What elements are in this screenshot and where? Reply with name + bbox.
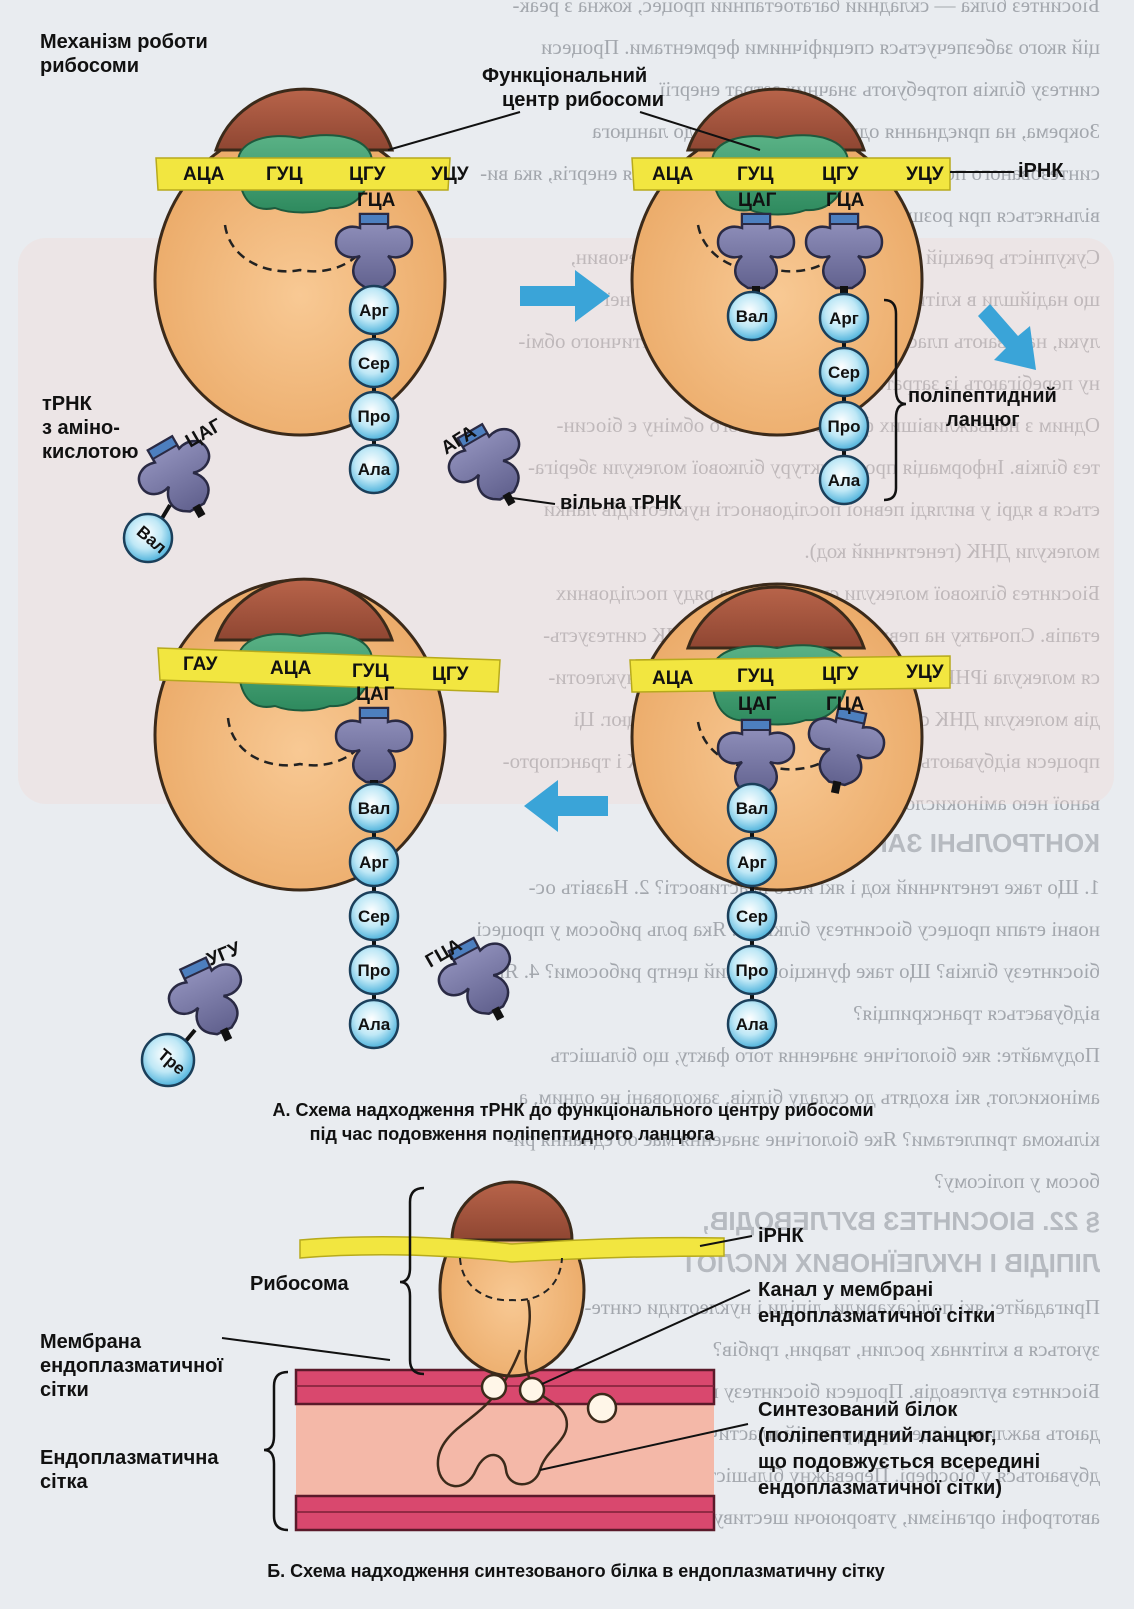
channel [482, 1375, 506, 1399]
label-polypeptide: поліпептидний [908, 385, 1057, 407]
amino-acid-label: Сер [736, 907, 768, 926]
codon: УЦУ [906, 662, 944, 683]
label-polypeptide: ланцюг [946, 409, 1020, 431]
amino-acid-label: Вал [736, 307, 769, 326]
anticodon: ЦАГ [738, 694, 777, 715]
label-irna: іРНК [1018, 160, 1064, 182]
codon: ЦГУ [349, 164, 386, 185]
codon: АЦА [183, 164, 225, 185]
codon: УЦУ [431, 164, 469, 185]
anticodon: ЦАГ [738, 190, 777, 211]
amino-acid-label: Ала [358, 1015, 391, 1034]
codon: ЦГУ [822, 164, 859, 185]
codon: ГУЦ [352, 661, 389, 682]
codon: ГАУ [183, 654, 218, 675]
amino-acid-label: Арг [359, 301, 389, 320]
large-subunit [452, 1182, 572, 1240]
label-er: сітка [40, 1471, 88, 1493]
label-channel: ендоплазматичної сітки [758, 1305, 995, 1327]
amino-acid-label: Ала [736, 1015, 769, 1034]
background-text-line: синтезу білків потребують значних затрат… [659, 77, 1100, 101]
codon: АЦА [652, 668, 694, 689]
amino-acid-label: Сер [358, 354, 390, 373]
amino-acid-label: Арг [359, 853, 389, 872]
label-irna: іРНК [758, 1225, 804, 1247]
label-functional-center: Функціональний [482, 65, 647, 87]
label-membrane: сітки [40, 1379, 89, 1401]
channel [588, 1394, 616, 1422]
background-text-line: зуються в клітинах рослин, тварин, грибі… [713, 1337, 1100, 1361]
background-text-line: ЛІПІДІВ І НУКЛЕЇНОВИХ КИСЛОТ [681, 1248, 1100, 1278]
codon: УЦУ [906, 164, 944, 185]
anticodon: ЦАГ [356, 684, 395, 705]
amino-acid-label: Сер [828, 363, 860, 382]
codon: ГУЦ [266, 164, 303, 185]
background-text-line: новні етапи процесу біосинтезу білків. 3… [476, 917, 1100, 941]
er-brace [264, 1372, 288, 1530]
amino-acid-label: Вал [358, 799, 391, 818]
label-free-trna: вільна тРНК [560, 492, 682, 514]
label-mechanism: Механізм роботи [40, 31, 208, 53]
anticodon: ГЦА [357, 190, 396, 211]
er-membrane [296, 1496, 714, 1530]
amino-acid-chain: Вал Арг Сер Про Ала [728, 784, 776, 1048]
amino-acid-label: Про [828, 417, 861, 436]
label-protein: Синтезований білок [758, 1399, 958, 1421]
amino-acid-label: Про [358, 961, 391, 980]
anticodon: ГЦА [826, 190, 865, 211]
amino-acid-label: Про [358, 407, 391, 426]
anticodon: ГЦА [826, 694, 865, 715]
amino-acid-chain: Вал Арг Сер Про Ала [350, 784, 398, 1048]
background-text-line: цій якого забезпечується специфічними фе… [541, 35, 1100, 59]
background-text-line: відбувається транскрипція? [853, 1001, 1100, 1025]
background-text-line: босом у полісому? [934, 1169, 1100, 1193]
ribosome-brace [400, 1188, 424, 1374]
codon: ГУЦ [737, 666, 774, 687]
channel [520, 1378, 544, 1402]
codon: АЦА [652, 164, 694, 185]
label-channel: Канал у мембрані [758, 1279, 933, 1301]
codon: ГУЦ [737, 164, 774, 185]
label-protein: що подовжується всередині [758, 1451, 1040, 1473]
amino-acid-label: Про [736, 961, 769, 980]
label-mechanism: рибосоми [40, 55, 139, 77]
label-er: Ендоплазматична [40, 1447, 219, 1469]
label-trna: з аміно- [42, 417, 120, 439]
amino-acid-label: Арг [829, 309, 859, 328]
label-protein: ендоплазматичної сітки) [758, 1477, 1002, 1499]
codon: ЦГУ [822, 664, 859, 685]
label-membrane: Мембрана [40, 1331, 142, 1353]
background-text-line: Подумайте: яке біологічне значення того … [551, 1043, 1100, 1067]
label-trna: тРНК [42, 393, 93, 415]
amino-acid-label: Ала [828, 471, 861, 490]
background-text-line: Біосинтез білка — складний багатоетапний… [513, 0, 1100, 17]
amino-acid-label: Ала [358, 460, 391, 479]
codon: АЦА [270, 658, 312, 679]
background-text-line: біосинтезу білків? Що таке функціональни… [494, 959, 1100, 983]
codon: ЦГУ [432, 664, 469, 685]
caption-a: А. Схема надходження тРНК до функціональ… [272, 1100, 873, 1120]
caption-a: під час подовження поліпептидного ланцюг… [310, 1124, 716, 1144]
label-protein: (поліпептидний ланцюг, [758, 1425, 996, 1447]
label-ribosome: Рибосома [250, 1273, 350, 1295]
amino-acid-label: Сер [358, 907, 390, 926]
label-functional-center: центр рибосоми [502, 89, 664, 111]
amino-acid-label: Вал [736, 799, 769, 818]
caption-b: Б. Схема надходження синтезованого білка… [267, 1561, 885, 1581]
label-membrane: ендоплазматичної [40, 1355, 223, 1377]
label-trna: кислотою [42, 441, 138, 463]
amino-acid-label: Арг [737, 853, 767, 872]
